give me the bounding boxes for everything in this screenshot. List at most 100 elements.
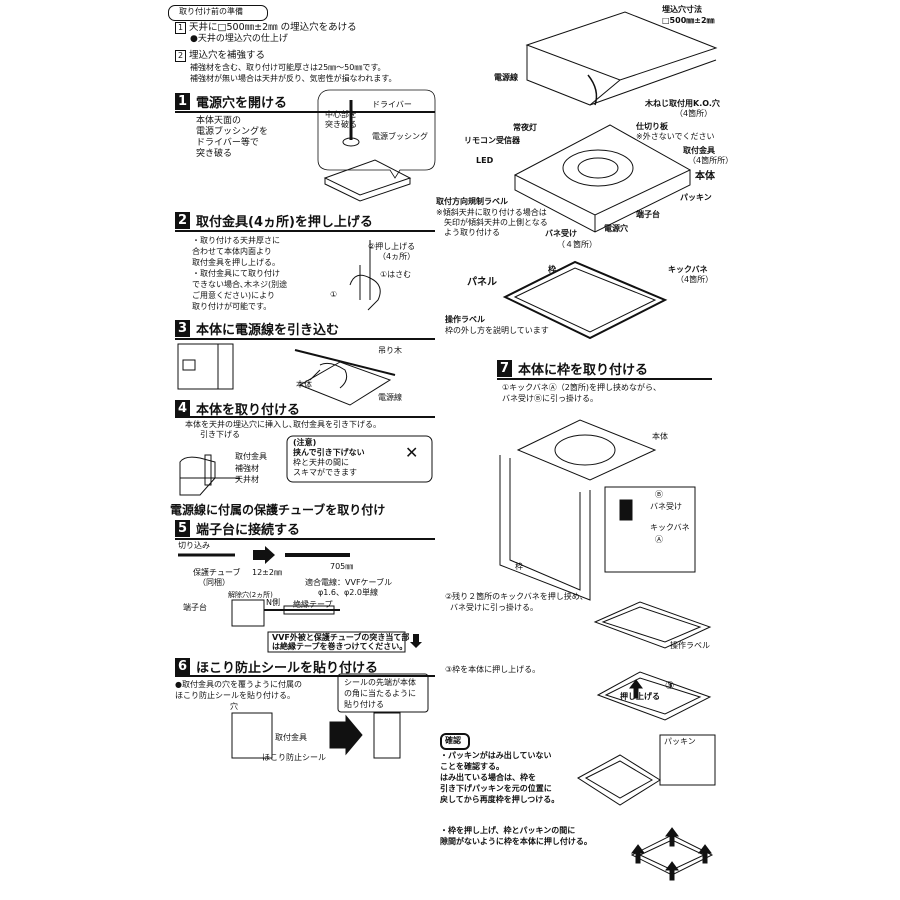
step1-callout-2: 突き破る [325,120,357,129]
step6-desc-1: ●取付金具の穴を覆うように付属の [175,680,302,689]
confirm-c4: 引き下げパッキンを元の位置に [440,784,552,793]
rt-spring-1: バネ受け [545,229,577,238]
rt-packing: パッキン [680,193,712,202]
rt-dir-note-3: よう取り付ける [444,228,500,237]
step7-spring: バネ受け [650,502,682,511]
rt-ko-2: （4箇所） [675,109,713,118]
step7-b: Ⓑ [655,490,663,499]
rt-partition-1: 仕切り板 [636,122,668,131]
step6-underline [175,675,435,677]
panel-panel: パネル [467,277,497,288]
step5-note-2: は絶縁テープを巻きつけてください。 [272,642,408,651]
step5-dim-1: 12±2㎜ [252,568,282,577]
rt-bracket-1: 取付金具 [683,146,715,155]
step2-push-2: （4ヵ所） [378,252,416,261]
step5-wire-2: φ1.6、φ2.0単線 [318,588,378,597]
panel-kick-1: キックバネ [668,265,708,274]
step4-reinforce: 補強材 [235,464,259,473]
rt-size-2: □500㎜±2㎜ [662,16,715,25]
step7-d3: ②残り２箇所のキックバネを押し挟め、 [445,592,588,601]
step3-hanger: 吊り木 [378,346,402,355]
step5-tube-1: 保護チューブ [193,568,241,577]
rt-dir-label: 取付方向規制ラベル [436,197,508,206]
step1-bushing-label: 電源ブッシング [372,132,428,141]
step4-underline [175,416,435,418]
step2-push-1: ②押し上げる [368,242,416,251]
step6-box-1: シールの先端が本体 [344,678,416,687]
rt-size-1: 埋込穴寸法 [662,5,702,14]
step7-d4: バネ受けに引っ掛ける。 [450,603,538,612]
step4-pull: 引き下げる [200,430,240,439]
step5-cut: 切り込み [178,541,210,550]
step3-body: 本体 [296,380,312,389]
panel-frame-drawing [502,260,668,340]
rt-dir-note-1: ※傾斜天井に取り付ける場合は [436,208,547,217]
step2-desc-1: 合わせて本体内面より [192,247,272,256]
step1-underline [175,111,435,113]
step4-x-icon: ✕ [405,443,419,462]
step5-tape: 絶縁テープ [293,600,333,609]
rt-spring-2: （４箇所） [557,240,597,249]
panel-op-2: 枠の外し方を説明しています [445,326,549,335]
step2-n1: ① [330,290,338,299]
rt-body: 本体 [695,171,715,182]
panel-op-1: 操作ラベル [445,315,485,324]
step5-note-1: VVF外被と保護チューブの突き当て部 [272,633,410,642]
confirm-c7: 隙間がないように枠を本体に押し付ける。 [440,837,592,846]
step5-tube-2: （同梱） [198,578,230,587]
step7-a: Ⓐ [655,535,663,544]
step6-desc-2: ほこり防止シールを貼り付ける。 [175,691,295,700]
step5-terminal: 端子台 [183,603,207,612]
step1-driver-label: ドライバー [372,100,412,109]
step2-desc-5: ご用意ください)により [192,291,275,300]
step1-desc-0: 本体天面の [196,116,242,126]
step3-wire: 電源線 [378,393,402,402]
step4-ceiling: 天井材 [235,475,259,484]
step5-wire-1: 適合電線：VVFケーブル [305,578,393,587]
prep-item1-sub: ●天井の埋込穴の仕上げ [190,34,288,44]
rt-terminal: 端子台 [636,210,660,219]
step5-n: N側 [266,598,280,607]
step5-pre: 電源線に付属の保護チューブを取り付け [170,503,386,517]
panel-kick-2: （4箇所） [676,275,714,284]
step7-d5: ③枠を本体に押し上げる。 [445,665,541,674]
step1-desc-1: 電源ブッシングを [196,127,269,137]
step2-desc-2: 取付金具を押し上げる。 [192,258,280,267]
step2-pinch: ①はさむ [380,270,412,279]
step1-desc-2: ドライバー等で [196,138,259,148]
step3-underline [175,338,435,340]
step4-desc: 本体を天井の埋込穴に挿入し､取付金具を引き下げる。 [185,420,381,429]
step4-caution-title: (注意) [293,438,317,447]
confirm-c3: はみ出ている場合は、枠を [440,773,536,782]
step7-frame: 枠 [515,562,523,571]
step2-desc-4: できない場合､木ネジ(別途 [192,280,288,289]
step5-release: 解除穴(2ヵ所) [228,591,273,599]
rt-hole: 電源穴 [604,224,628,233]
prep-item2-sub2: 補強材が無い場合は天井が反り、気密性が損なわれます。 [190,74,397,83]
prep-header: 取り付け前の準備 [179,7,243,16]
step7-push: 押し上げる [620,692,660,701]
rt-wire: 電源線 [494,73,518,82]
step7-n3: ③ [665,679,675,692]
prep-item2-sub1: 補強材を含む、取り付け可能厚さは25㎜～50㎜です。 [190,63,386,72]
step2-desc-3: ・取付金具にて取り付け [192,269,280,278]
rt-bracket-2: （4箇所所） [688,156,734,165]
step4-caution-2: 枠と天井の間に [293,458,349,467]
step7-d1: ①キックバネⒶ（2箇所)を押し挟めながら、 [502,383,661,392]
step2-underline [175,230,435,232]
confirm-packing: パッキン [664,737,696,746]
step6-hole: 穴 [230,702,238,711]
rt-remote: リモコン受信器 [464,136,520,145]
step2-desc-6: 取り付けが可能です。 [192,302,272,311]
step7-oplabel: 操作ラベル [670,641,710,650]
step2-desc-0: ・取り付ける天井厚さに [192,236,280,245]
step1-callout-1: 中心部を [325,110,357,119]
